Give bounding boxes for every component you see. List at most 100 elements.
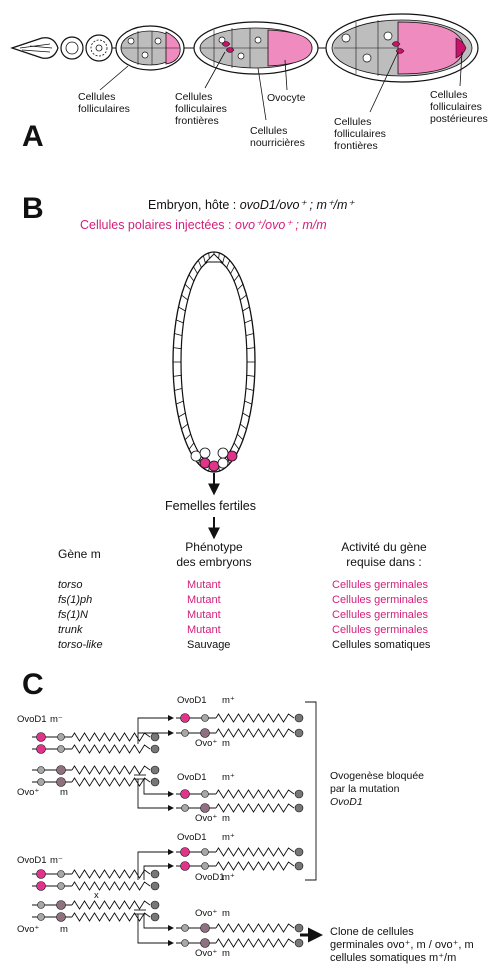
table-cell-activity: Cellules germinales [332, 594, 428, 606]
table-cell-gene: fs(1)N [58, 609, 88, 621]
chromosome-arm [215, 923, 295, 933]
table-header-gene: Gène m [58, 547, 101, 561]
allele-m [201, 862, 209, 870]
table-cell-activity: Cellules germinales [332, 609, 428, 621]
chromosome-label: OvoD1 [177, 695, 207, 706]
allele-ovo [36, 744, 46, 754]
chromosome-label: x [94, 890, 99, 901]
centromere [150, 900, 160, 910]
centromere [150, 912, 160, 922]
chromosome-arm [215, 803, 295, 813]
chromosome-label: OvoD1 [177, 772, 207, 783]
chromosome-arm [71, 900, 151, 910]
embryo-segment [230, 266, 235, 274]
allele-m [201, 714, 209, 722]
pole-cell [217, 457, 229, 469]
chromosome-label: m⁺ [222, 695, 235, 706]
embryo-segment [242, 412, 250, 418]
centromere [294, 728, 304, 738]
allele-m [200, 923, 210, 933]
table-cell-activity: Cellules somatiques [332, 639, 431, 651]
centromere [294, 861, 304, 871]
pole-cell [226, 450, 238, 462]
embryo-segment [174, 388, 183, 391]
chromosome-label: OvoD1 [195, 872, 225, 883]
chromosome-label: Ovo⁺ [195, 813, 217, 824]
allele-ovo [36, 869, 46, 879]
branch [137, 851, 172, 880]
centromere [150, 777, 160, 787]
table-cell-phenotype: Mutant [187, 579, 221, 591]
allele-ovo [180, 861, 190, 871]
allele-m [56, 765, 66, 775]
panel-a-ovariole [10, 13, 479, 121]
chromosome-arm [215, 713, 295, 723]
centromere [294, 803, 304, 813]
embryo-segment [245, 333, 254, 336]
panel-letter-c: C [22, 668, 44, 701]
allele-ovo [181, 939, 189, 947]
centromere [150, 881, 160, 891]
centromere [150, 732, 160, 742]
centromere [150, 744, 160, 754]
chromosome-arm [215, 847, 295, 857]
chromosome-label: m⁺ [222, 832, 235, 843]
bracket-blocked [305, 701, 317, 881]
table-cell-gene: trunk [58, 624, 83, 636]
branch [137, 914, 172, 944]
embryo-segment [237, 433, 244, 441]
chromosome-label: m [222, 908, 230, 919]
chromosome-arm [215, 728, 295, 738]
embryo-segment [178, 412, 186, 418]
embryo-segment [244, 400, 253, 405]
allele-m [200, 938, 210, 948]
allele-m [57, 745, 65, 753]
chromosome-label: m [60, 924, 68, 935]
table-cell-phenotype: Mutant [187, 594, 221, 606]
table-cell-phenotype: Sauvage [187, 639, 230, 651]
branch [137, 717, 172, 744]
allele-ovo [37, 778, 45, 786]
allele-ovo [181, 924, 189, 932]
embryo-segment [244, 319, 253, 324]
chromosome-label: m [222, 738, 230, 749]
chromosome-label: m [60, 787, 68, 798]
allele-m [57, 882, 65, 890]
allele-ovo [180, 847, 190, 857]
chromosome-label: OvoD1 [177, 832, 207, 843]
allele-m [201, 848, 209, 856]
embryo-segment [226, 260, 231, 268]
embryo-segment [245, 388, 254, 391]
embryo-segment [246, 374, 255, 377]
allele-ovo [180, 789, 190, 799]
allele-m [56, 912, 66, 922]
embryo-segment [188, 442, 195, 450]
branch-arrowhead [168, 730, 174, 736]
embryo-segment [237, 283, 244, 291]
centromere [294, 938, 304, 948]
pole-cell [199, 457, 211, 469]
table-cell-gene: fs(1)ph [58, 594, 92, 606]
allele-m [57, 870, 65, 878]
centromere [150, 765, 160, 775]
allele-ovo [36, 881, 46, 891]
centromere [294, 713, 304, 723]
branch [137, 779, 172, 809]
chromosome-label: Ovo⁺ [17, 787, 39, 798]
embryo-segment [246, 347, 255, 350]
table-cell-phenotype: Mutant [187, 609, 221, 621]
chromosome-arm [215, 938, 295, 948]
embryo-segment [197, 260, 202, 268]
chromosome-arm [215, 789, 295, 799]
allele-ovo [37, 913, 45, 921]
pole-cell [217, 447, 229, 459]
chromosome-label: Ovo⁺ [195, 948, 217, 959]
embryo-segment [233, 442, 240, 450]
chromosome-arm [71, 869, 151, 879]
